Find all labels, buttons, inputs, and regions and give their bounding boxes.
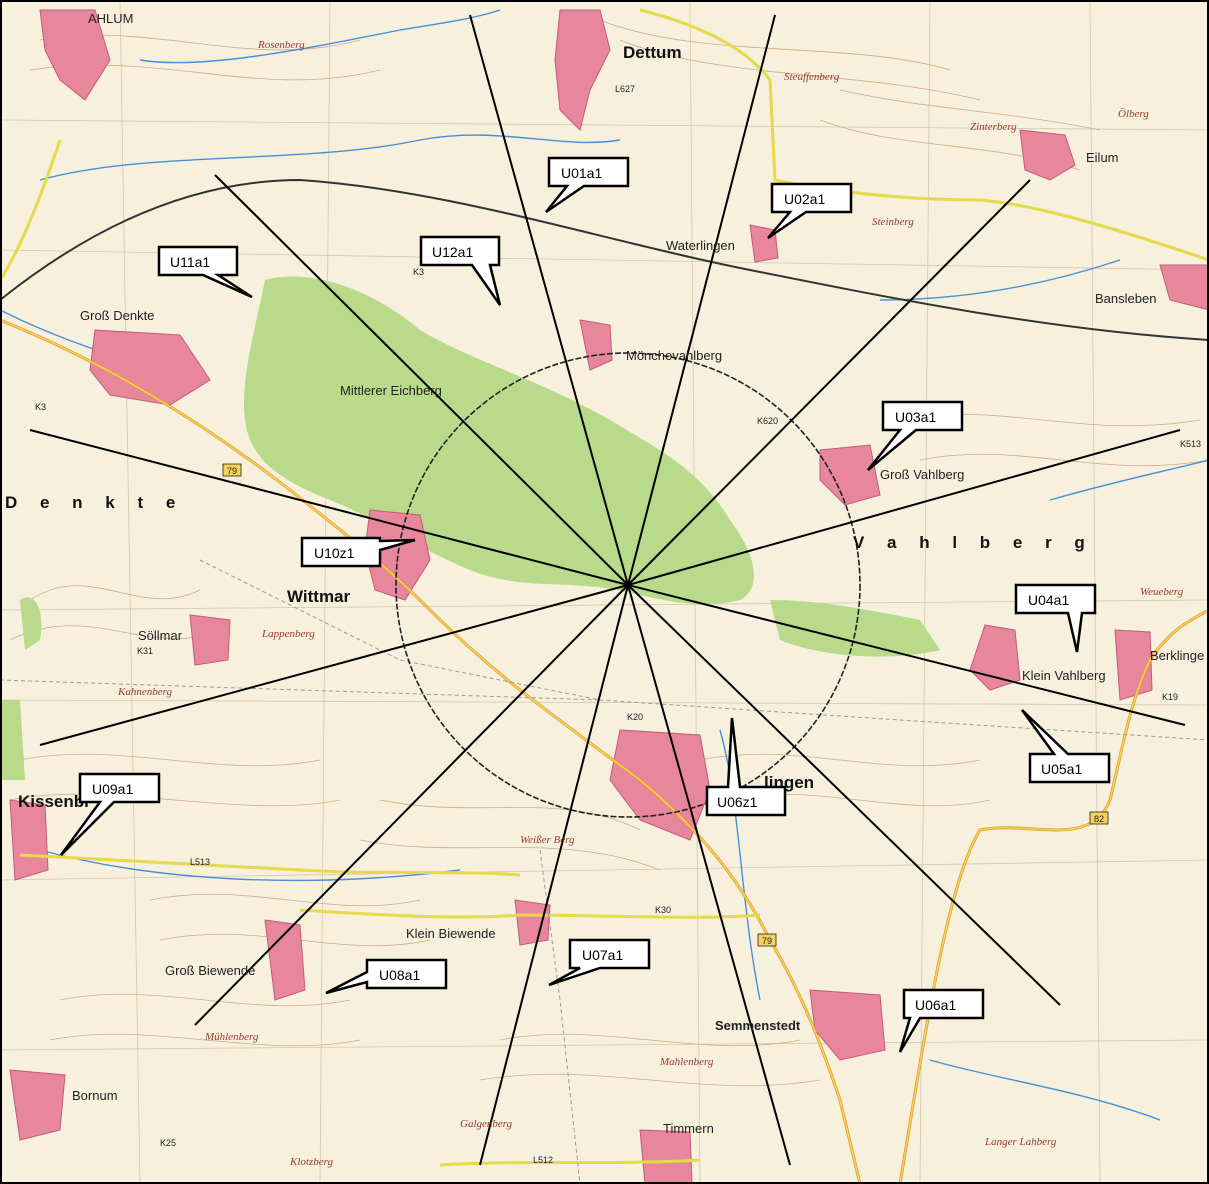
callout-U07a1[interactable]: U07a1	[548, 938, 651, 987]
settlements	[9, 9, 1209, 1184]
road-label: L627	[615, 84, 635, 94]
road-label: K620	[757, 416, 778, 426]
road-label: 79	[227, 466, 237, 476]
hill-label: Mahlenberg	[659, 1056, 714, 1068]
svg-text:U02a1: U02a1	[784, 191, 825, 207]
callout-U01a1[interactable]: U01a1	[545, 156, 630, 214]
callout-U03a1[interactable]: U03a1	[867, 400, 964, 471]
svg-text:U08a1: U08a1	[379, 967, 420, 983]
railway	[0, 178, 1209, 341]
place-label: D e n k t e	[5, 493, 184, 512]
hill-label: Rosenberg	[257, 39, 305, 51]
place-label: Bornum	[72, 1088, 118, 1103]
place-label: Klein Biewende	[406, 926, 496, 941]
place-label: V a h l b e r g	[853, 533, 1094, 552]
callout-U04a1[interactable]: U04a1	[1014, 583, 1097, 653]
viewpoint-callouts: U01a1 U02a1 U03a1 U04a1 U05a1 U06a1	[59, 156, 1111, 1053]
svg-text:U07a1: U07a1	[582, 947, 623, 963]
place-label: Mittlerer Eichberg	[340, 383, 442, 398]
place-label: Dettum	[623, 43, 682, 62]
hill-labels: Rosenberg Steuffenberg Zinterberg Steinb…	[117, 39, 1184, 1168]
place-label: Semmenstedt	[715, 1018, 801, 1033]
place-label: Groß Vahlberg	[880, 467, 964, 482]
place-label: Bansleben	[1095, 291, 1156, 306]
road-label: K19	[1162, 692, 1178, 702]
svg-text:U01a1: U01a1	[561, 165, 602, 181]
callout-U06z1[interactable]: U06z1	[705, 717, 787, 817]
svg-text:U11a1: U11a1	[170, 254, 210, 270]
hill-label: Steinberg	[872, 216, 914, 228]
road-label: K31	[137, 646, 153, 656]
svg-text:U06a1: U06a1	[915, 997, 956, 1013]
place-label: Waterlingen	[666, 238, 735, 253]
place-label: Groß Denkte	[80, 308, 154, 323]
hill-label: Weißer Berg	[520, 834, 575, 846]
svg-text:U12a1: U12a1	[432, 244, 473, 260]
callout-U09a1[interactable]: U09a1	[59, 772, 161, 856]
road-label: K25	[160, 1138, 176, 1148]
place-label: Eilum	[1086, 150, 1119, 165]
svg-text:U06z1: U06z1	[717, 794, 758, 810]
callout-U11a1[interactable]: U11a1	[157, 245, 253, 299]
road-labels: L627 K3 K3 79 79 82 K31 K20 K30 L513 L51…	[35, 84, 1201, 1165]
svg-text:U10z1: U10z1	[314, 545, 355, 561]
place-label: Berklinge	[1150, 648, 1204, 663]
place-label: Groß Biewende	[165, 963, 255, 978]
callout-U08a1[interactable]: U08a1	[325, 958, 448, 995]
hill-label: Galgenberg	[460, 1118, 513, 1130]
place-label: Wittmar	[287, 587, 351, 606]
road-label: K3	[35, 402, 46, 412]
callout-U12a1[interactable]: U12a1	[419, 235, 502, 306]
road-label: K20	[627, 712, 643, 722]
hill-label: Zinterberg	[970, 121, 1017, 133]
hill-label: Weueberg	[1140, 586, 1184, 598]
callout-U06a1[interactable]: U06a1	[898, 988, 985, 1053]
callout-U10z1[interactable]: U10z1	[300, 536, 416, 568]
streams	[0, 9, 1209, 1121]
radius-circle	[395, 352, 861, 818]
svg-text:U09a1: U09a1	[92, 781, 133, 797]
hill-label: Langer Lahberg	[984, 1136, 1057, 1148]
forest-area	[0, 276, 940, 780]
place-label: Timmern	[663, 1121, 714, 1136]
svg-text:U05a1: U05a1	[1041, 761, 1082, 777]
place-label: AHLUM	[88, 11, 134, 26]
hill-label: Mühlenberg	[204, 1031, 259, 1043]
road-label: K30	[655, 905, 671, 915]
hill-label: Klotzberg	[289, 1156, 333, 1168]
road-label: L512	[533, 1155, 553, 1165]
road-label: 82	[1094, 814, 1104, 824]
place-label: Kissenbr	[18, 792, 91, 811]
road-label: K3	[413, 267, 424, 277]
place-label: Mönchevahlberg	[626, 348, 722, 363]
place-label: Söllmar	[138, 628, 183, 643]
hill-label: Ölberg	[1118, 108, 1149, 120]
road-label: 79	[762, 936, 772, 946]
hill-label: Lappenberg	[261, 628, 315, 640]
hill-label: Kahnenberg	[117, 686, 172, 698]
place-labels: AHLUM Dettum Eilum Waterlingen Bansleben…	[5, 11, 1204, 1136]
callout-U02a1[interactable]: U02a1	[767, 182, 853, 240]
svg-text:U03a1: U03a1	[895, 409, 936, 425]
radial-lines	[29, 14, 1186, 1166]
roads	[0, 8, 1209, 1184]
road-label: L513	[190, 857, 210, 867]
place-label: Klein Vahlberg	[1022, 668, 1106, 683]
hill-label: Steuffenberg	[784, 71, 840, 83]
svg-text:U04a1: U04a1	[1028, 592, 1069, 608]
callout-U05a1[interactable]: U05a1	[1020, 709, 1111, 784]
road-label: K513	[1180, 439, 1201, 449]
